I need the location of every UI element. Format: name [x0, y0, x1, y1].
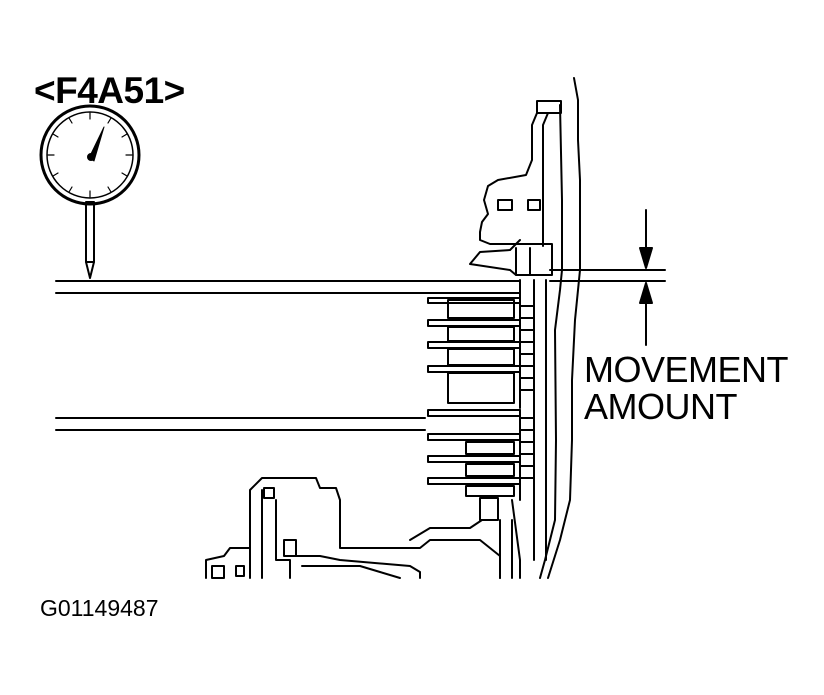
clutch-plates-upper [427, 297, 535, 409]
model-label: <F4A51> [34, 70, 185, 111]
movement-measurement-arrows [549, 209, 666, 346]
figure-id: G01149487 [40, 595, 159, 621]
movement-label-line2: AMOUNT [584, 386, 738, 427]
dial-indicator-icon [39, 104, 141, 279]
movement-label-line1: MOVEMENT [584, 349, 789, 390]
transmission-housing [469, 77, 581, 579]
clutch-plates-lower [427, 409, 535, 521]
lower-hub-assembly [205, 477, 521, 579]
movement-amount-label: MOVEMENT AMOUNT [584, 349, 789, 427]
shaft-lines [55, 280, 521, 431]
